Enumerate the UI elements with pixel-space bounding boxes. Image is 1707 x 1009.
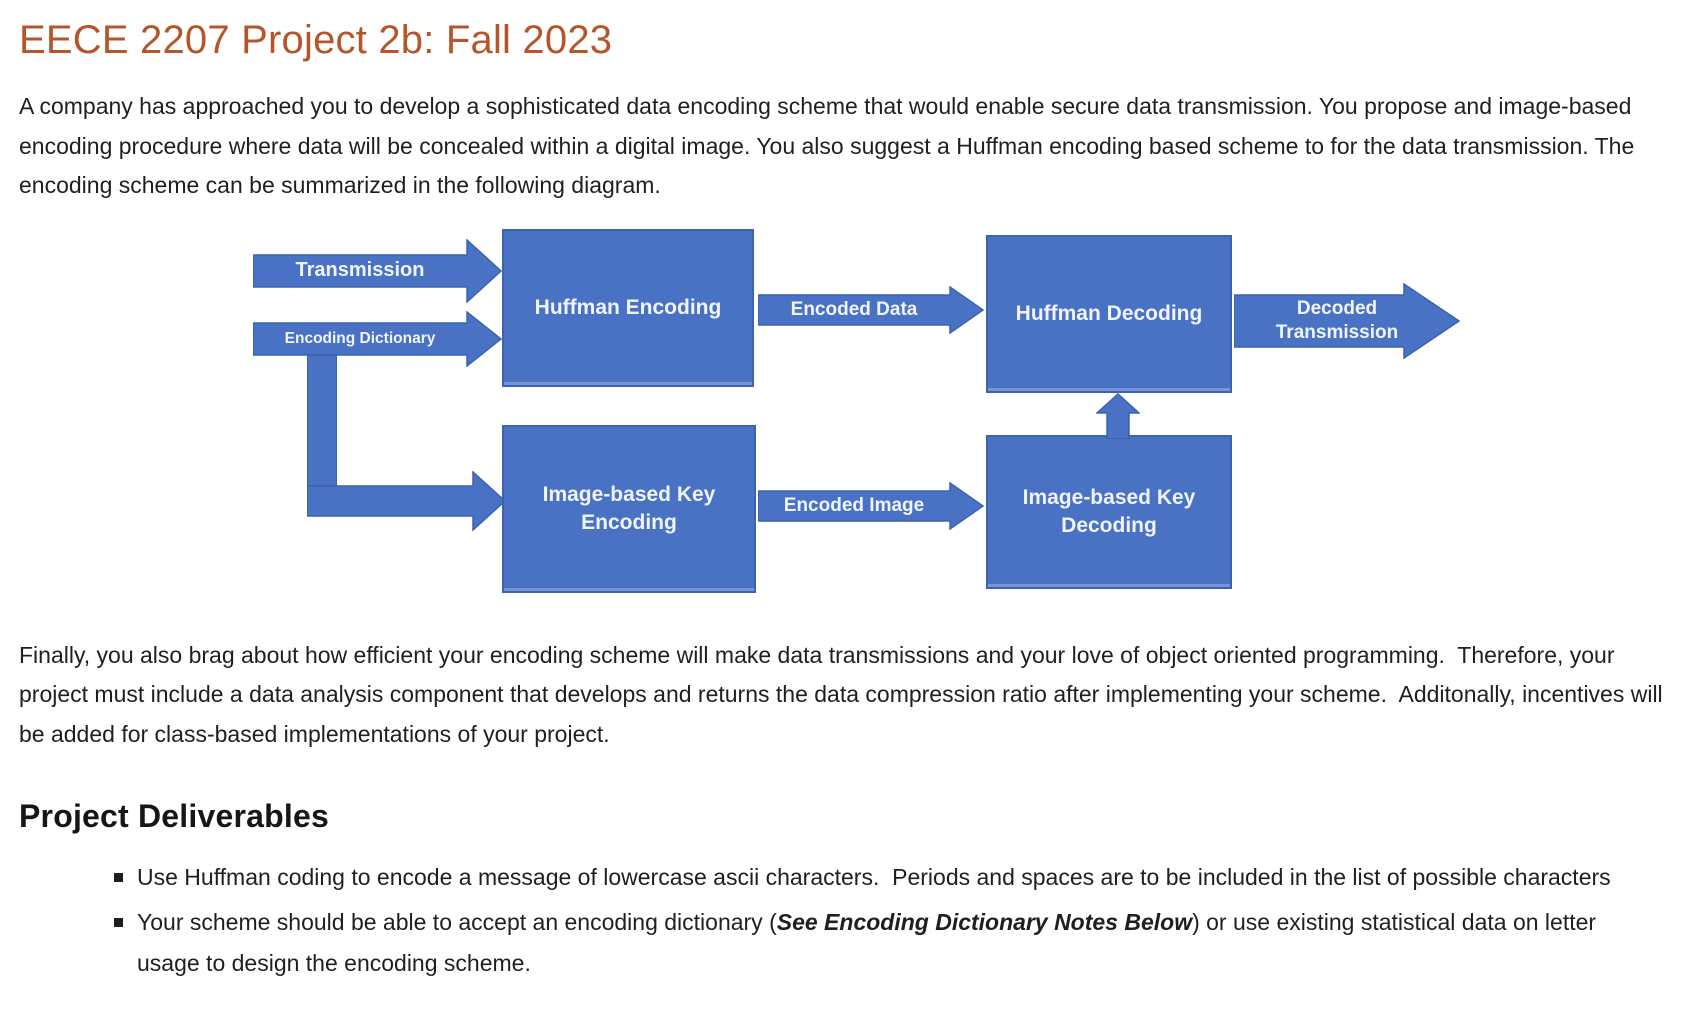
decoded-transmission-arrow: Decoded Transmission: [1234, 282, 1460, 359]
intro-paragraph: A company has approached you to develop …: [19, 93, 1641, 199]
deliverable-2-text-after: ) or use existing statistical data on le…: [137, 908, 1603, 977]
right-arrow-shape: [307, 470, 507, 531]
deliverable-item-1: Use Huffman coding to encode a message o…: [114, 857, 1617, 898]
deliverable-item-2: Your scheme should be able to accept an …: [114, 902, 1617, 985]
decoded-transmission-arrow-label: Decoded Transmission: [1275, 297, 1399, 343]
encoded-image-arrow-label: Encoded Image: [783, 494, 925, 516]
encoding-dictionary-arrow: Encoding Dictionary: [253, 310, 503, 367]
section-heading-project-deliverables: Project Deliverables: [19, 798, 329, 835]
image-key-decoding-label: Image-based Key Decoding: [1022, 486, 1196, 537]
deliverable-2-emphasis: See Encoding Dictionary Notes Below: [776, 908, 1193, 935]
up-arrow-shape: [1096, 392, 1140, 439]
right-arrow-shape: [253, 310, 503, 367]
huffman-encoding-label: Huffman Encoding: [534, 295, 722, 319]
encoded-data-arrow: Encoded Data: [758, 285, 984, 334]
right-arrow-shape: [758, 481, 984, 530]
huffman-decoding-box: Huffman Decoding: [986, 234, 1232, 393]
image-key-decoding-box: Image-based Key Decoding: [986, 434, 1232, 589]
encoded-image-arrow: Encoded Image: [758, 481, 984, 530]
image-key-encoding-box: Image-based Key Encoding: [502, 424, 756, 593]
page-title: EECE 2207 Project 2b: Fall 2023: [19, 18, 613, 62]
dictionary-branch-arrow: [307, 470, 507, 531]
huffman-encoding-box: Huffman Encoding: [502, 228, 754, 387]
encoded-data-arrow-label: Encoded Data: [790, 298, 918, 320]
closing-paragraph: Finally, you also brag about how efficie…: [19, 641, 1670, 747]
key-feed-up-arrow: [1096, 392, 1140, 439]
deliverable-1-text: Use Huffman coding to encode a message o…: [137, 864, 1611, 891]
right-arrow-shape: [1234, 282, 1460, 359]
right-arrow-shape: [253, 238, 503, 303]
right-arrow-shape: [758, 285, 984, 334]
image-key-encoding-label: Image-based Key Encoding: [542, 483, 716, 534]
deliverables-list: Use Huffman coding to encode a message o…: [19, 857, 1687, 984]
encoding-scheme-diagram: Transmission Encoding Dictionary Huffman…: [250, 224, 1490, 604]
transmission-arrow: Transmission: [253, 238, 503, 303]
encoding-dictionary-arrow-label: Encoding Dictionary: [284, 329, 436, 347]
deliverable-2-text: Your scheme should be able to accept an …: [137, 908, 777, 935]
huffman-decoding-label: Huffman Decoding: [1015, 301, 1203, 325]
transmission-arrow-label: Transmission: [295, 259, 425, 282]
